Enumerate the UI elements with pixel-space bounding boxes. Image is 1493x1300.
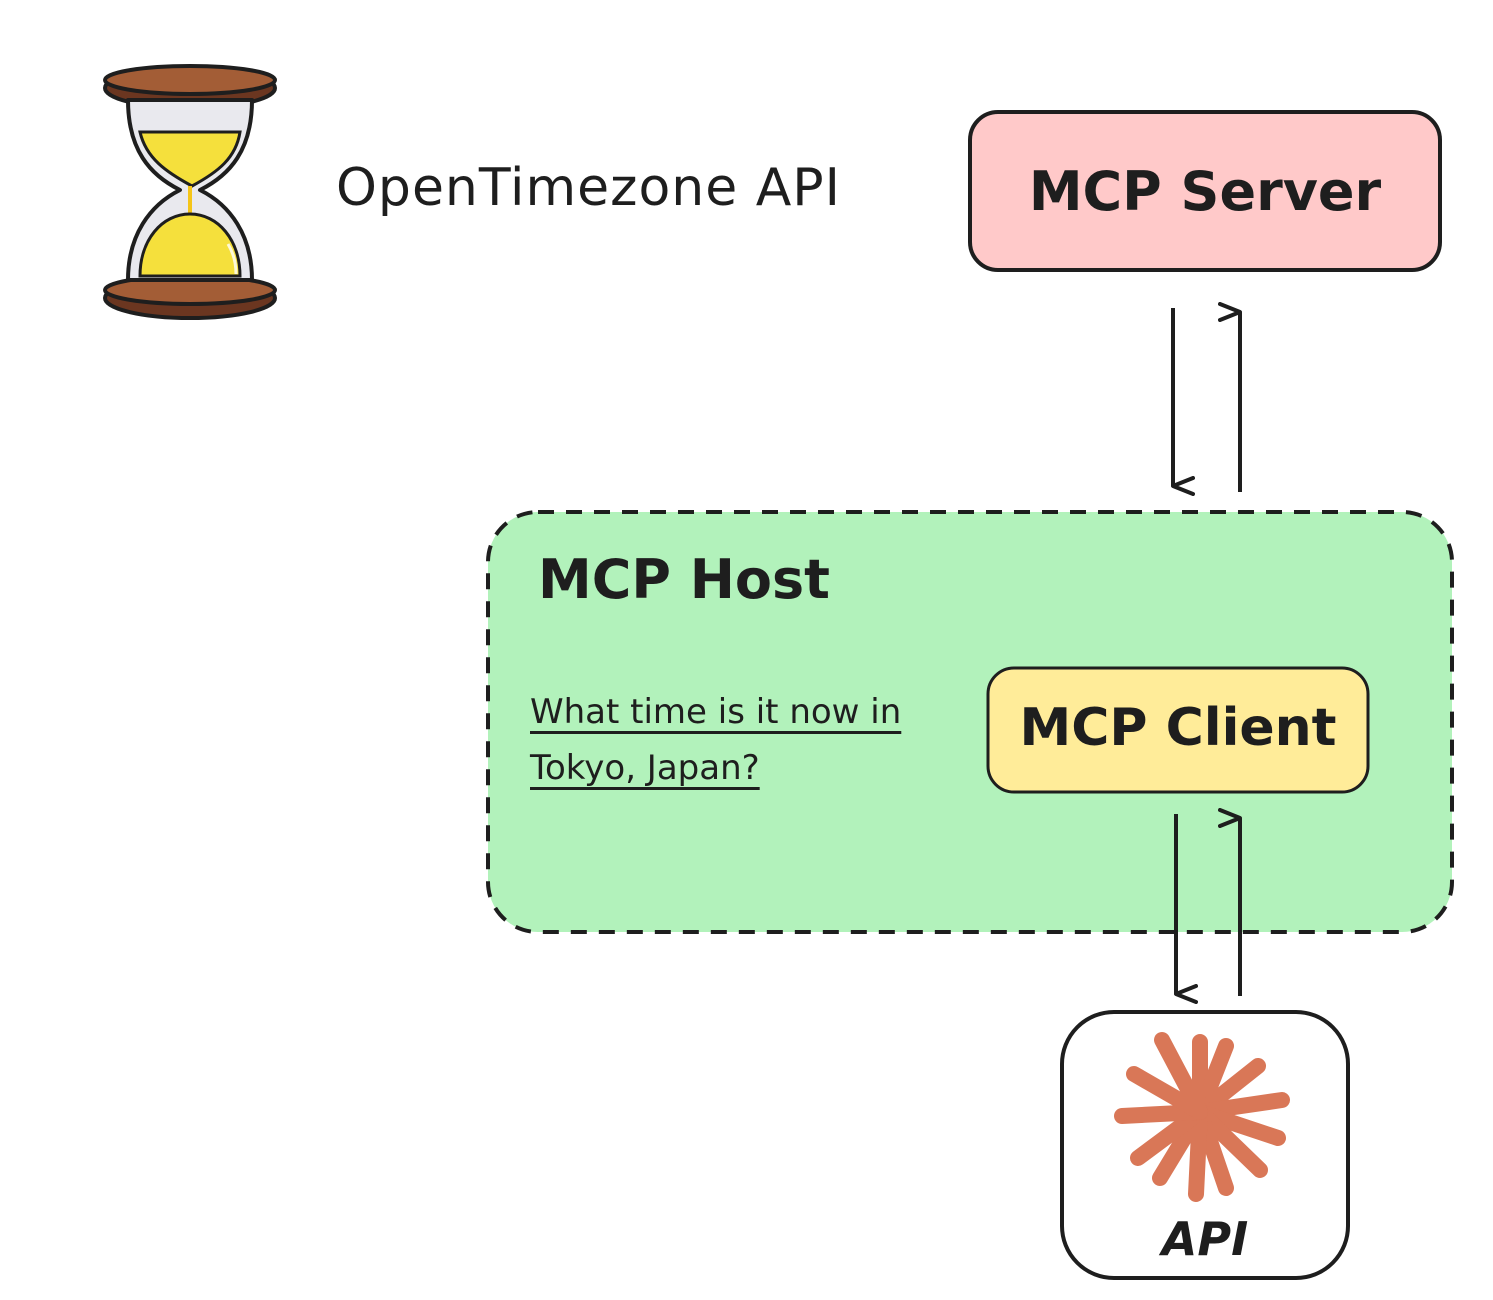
mcp-server-container: MCP Server — [970, 112, 1440, 270]
mcp-client-box — [986, 666, 1370, 794]
starburst-icon — [1114, 1032, 1290, 1202]
user-question: What time is it now in Tokyo, Japan? — [530, 684, 950, 796]
mcp-server-box — [968, 110, 1442, 272]
mcp-server-label: MCP Server — [1028, 160, 1382, 223]
api-label: API — [1161, 1212, 1249, 1266]
mcp-host-box — [486, 510, 1454, 934]
hourglass-icon — [103, 64, 277, 320]
mcp-host-label: MCP Host — [538, 548, 830, 611]
api-container: API — [1062, 1012, 1348, 1278]
mcp-client-label: MCP Client — [1019, 698, 1337, 758]
user-question-text: What time is it now in Tokyo, Japan? — [530, 692, 902, 788]
mcp-client-container: MCP Client — [988, 668, 1368, 792]
diagram-title: OpenTimezone API — [336, 158, 841, 218]
